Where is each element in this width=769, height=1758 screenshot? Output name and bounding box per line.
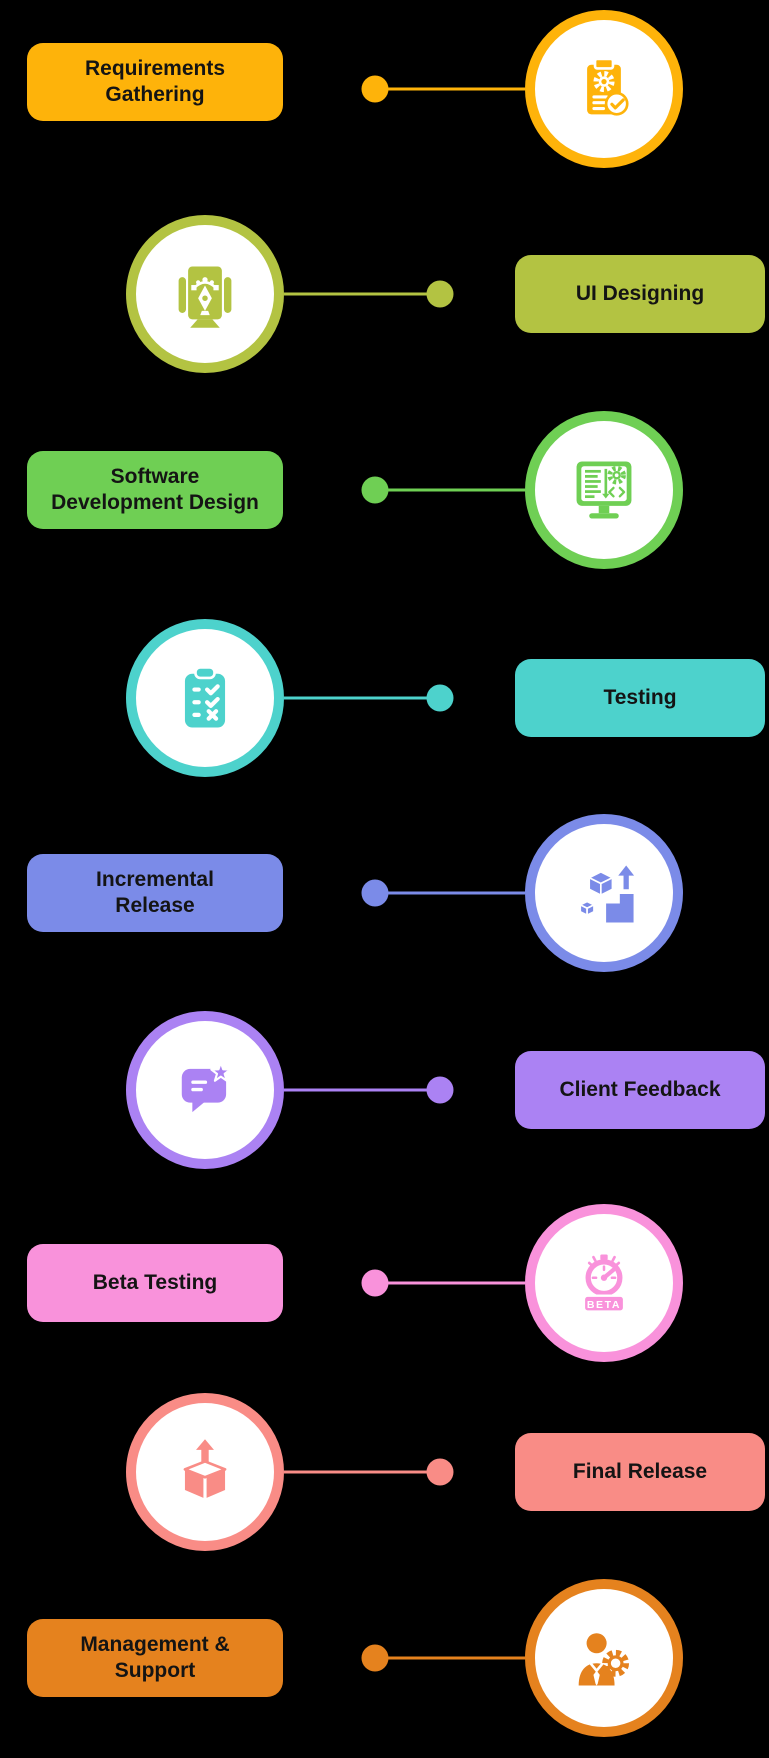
stage-icon-circle	[525, 10, 683, 168]
connector-line	[375, 87, 525, 91]
stage-row-ui-designing: UI Designing	[0, 197, 769, 391]
stage-label-text: Incremental	[96, 868, 214, 891]
stage-label-text: Gathering	[105, 83, 205, 106]
stage-label-box: Incremental Release	[27, 854, 283, 932]
stage-row-software-development-design: Software Development Design	[0, 393, 769, 587]
connector-line	[284, 1088, 440, 1092]
stage-label-text: UI Designing	[575, 282, 705, 305]
stage-icon-circle	[525, 814, 683, 972]
monitor-code-gear-icon	[576, 461, 632, 519]
stage-label-box: Final Release	[515, 1433, 765, 1511]
beta-stopwatch-icon: BETA	[582, 1254, 626, 1313]
stage-label-text: Management &	[80, 1633, 230, 1656]
stage-label-box: Beta Testing	[27, 1244, 283, 1322]
stage-label-text: Release	[115, 894, 195, 917]
connector-line	[375, 488, 525, 492]
connector-dot	[426, 280, 454, 308]
connector-dot	[426, 1076, 454, 1104]
clipboard-checklist-icon	[184, 666, 226, 728]
stage-label-box: Client Feedback	[515, 1051, 765, 1129]
stage-label-box: UI Designing	[515, 255, 765, 333]
stage-label-box: Requirements Gathering	[27, 43, 283, 121]
stage-label-text: Final Release	[572, 1460, 708, 1483]
stage-icon-circle	[126, 1011, 284, 1169]
stage-row-client-feedback: Client Feedback	[0, 993, 769, 1187]
connector-dot	[426, 684, 454, 712]
connector-line	[375, 1656, 525, 1660]
stage-label-text: Testing	[603, 686, 677, 709]
stage-icon-circle	[126, 619, 284, 777]
stage-icon-circle	[525, 411, 683, 569]
connector-dot	[426, 1458, 454, 1486]
stage-row-incremental-release: Incremental Release	[0, 796, 769, 990]
monitor-pen-tool-icon	[178, 266, 232, 328]
stage-label-box: Testing	[515, 659, 765, 737]
stage-row-requirements-gathering: Requirements Gathering	[0, 0, 769, 186]
clipboard-gear-check-icon	[587, 57, 629, 116]
stage-icon-circle	[126, 1393, 284, 1551]
connector-line	[375, 1281, 525, 1285]
stage-label-text: Beta Testing	[92, 1271, 218, 1294]
stage-row-beta-testing: Beta Testing BETA	[0, 1186, 769, 1380]
connector-line	[284, 696, 440, 700]
manager-gear-icon	[578, 1633, 630, 1686]
stage-label-text: Support	[114, 1659, 196, 1682]
cubes-growth-icon	[579, 865, 635, 923]
stage-row-management-support: Management & Support	[0, 1561, 769, 1755]
stage-label-text: Development Design	[51, 491, 259, 514]
stage-label-box: Management & Support	[27, 1619, 283, 1697]
stage-icon-circle	[525, 1579, 683, 1737]
connector-line	[284, 1470, 440, 1474]
stage-row-final-release: Final Release	[0, 1375, 769, 1569]
feedback-bubble-star-icon	[181, 1061, 232, 1113]
stage-label-text: Software	[110, 465, 200, 488]
connector-line	[284, 292, 440, 296]
stage-label-text: Client Feedback	[559, 1078, 721, 1101]
stage-icon-circle: BETA	[525, 1204, 683, 1362]
beta-badge-text: BETA	[587, 1299, 621, 1311]
box-release-icon	[183, 1439, 227, 1498]
stage-label-box: Software Development Design	[27, 451, 283, 529]
stage-icon-circle	[126, 215, 284, 373]
stage-label-text: Requirements	[84, 57, 226, 80]
stage-row-testing: Testing	[0, 601, 769, 795]
connector-line	[375, 891, 525, 895]
